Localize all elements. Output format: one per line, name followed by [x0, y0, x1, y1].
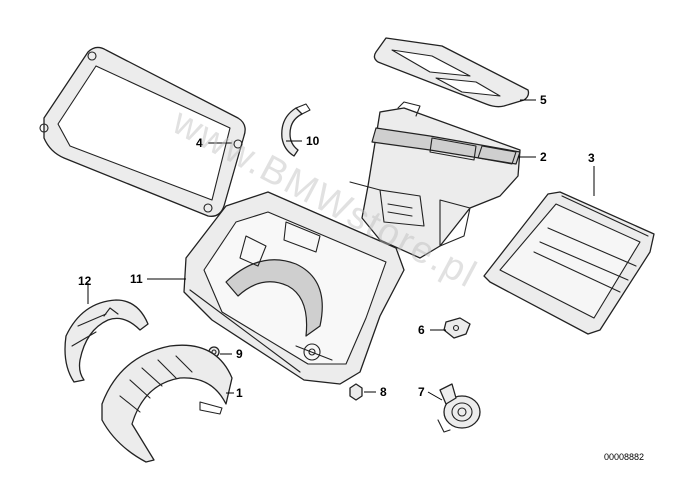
callout-1: 1 — [236, 386, 243, 400]
part-10-clip — [281, 103, 311, 157]
callout-4: 4 — [196, 136, 203, 150]
part-12-cover — [64, 299, 149, 383]
reference-number: 00008882 — [604, 452, 644, 462]
callout-3: 3 — [588, 151, 595, 165]
part-7-servo-motor — [437, 383, 481, 433]
part-2-housing — [349, 101, 521, 259]
callout-11: 11 — [130, 272, 143, 286]
callout-10: 10 — [306, 134, 320, 148]
part-3-tray — [483, 191, 655, 335]
part-5-filter-frame — [373, 37, 530, 108]
part-1-blower-cover — [101, 344, 233, 463]
callout-8: 8 — [380, 385, 387, 399]
callout-7: 7 — [418, 385, 425, 399]
callout-6: 6 — [418, 323, 425, 337]
callout-5: 5 — [540, 93, 547, 107]
callout-9: 9 — [236, 347, 243, 361]
part-8-nut — [349, 383, 363, 401]
callout-2: 2 — [540, 150, 547, 164]
part-6-clip — [443, 317, 471, 339]
part-11-main-housing — [183, 191, 405, 385]
callout-12: 12 — [78, 274, 92, 288]
part-4-gasket — [39, 46, 246, 217]
